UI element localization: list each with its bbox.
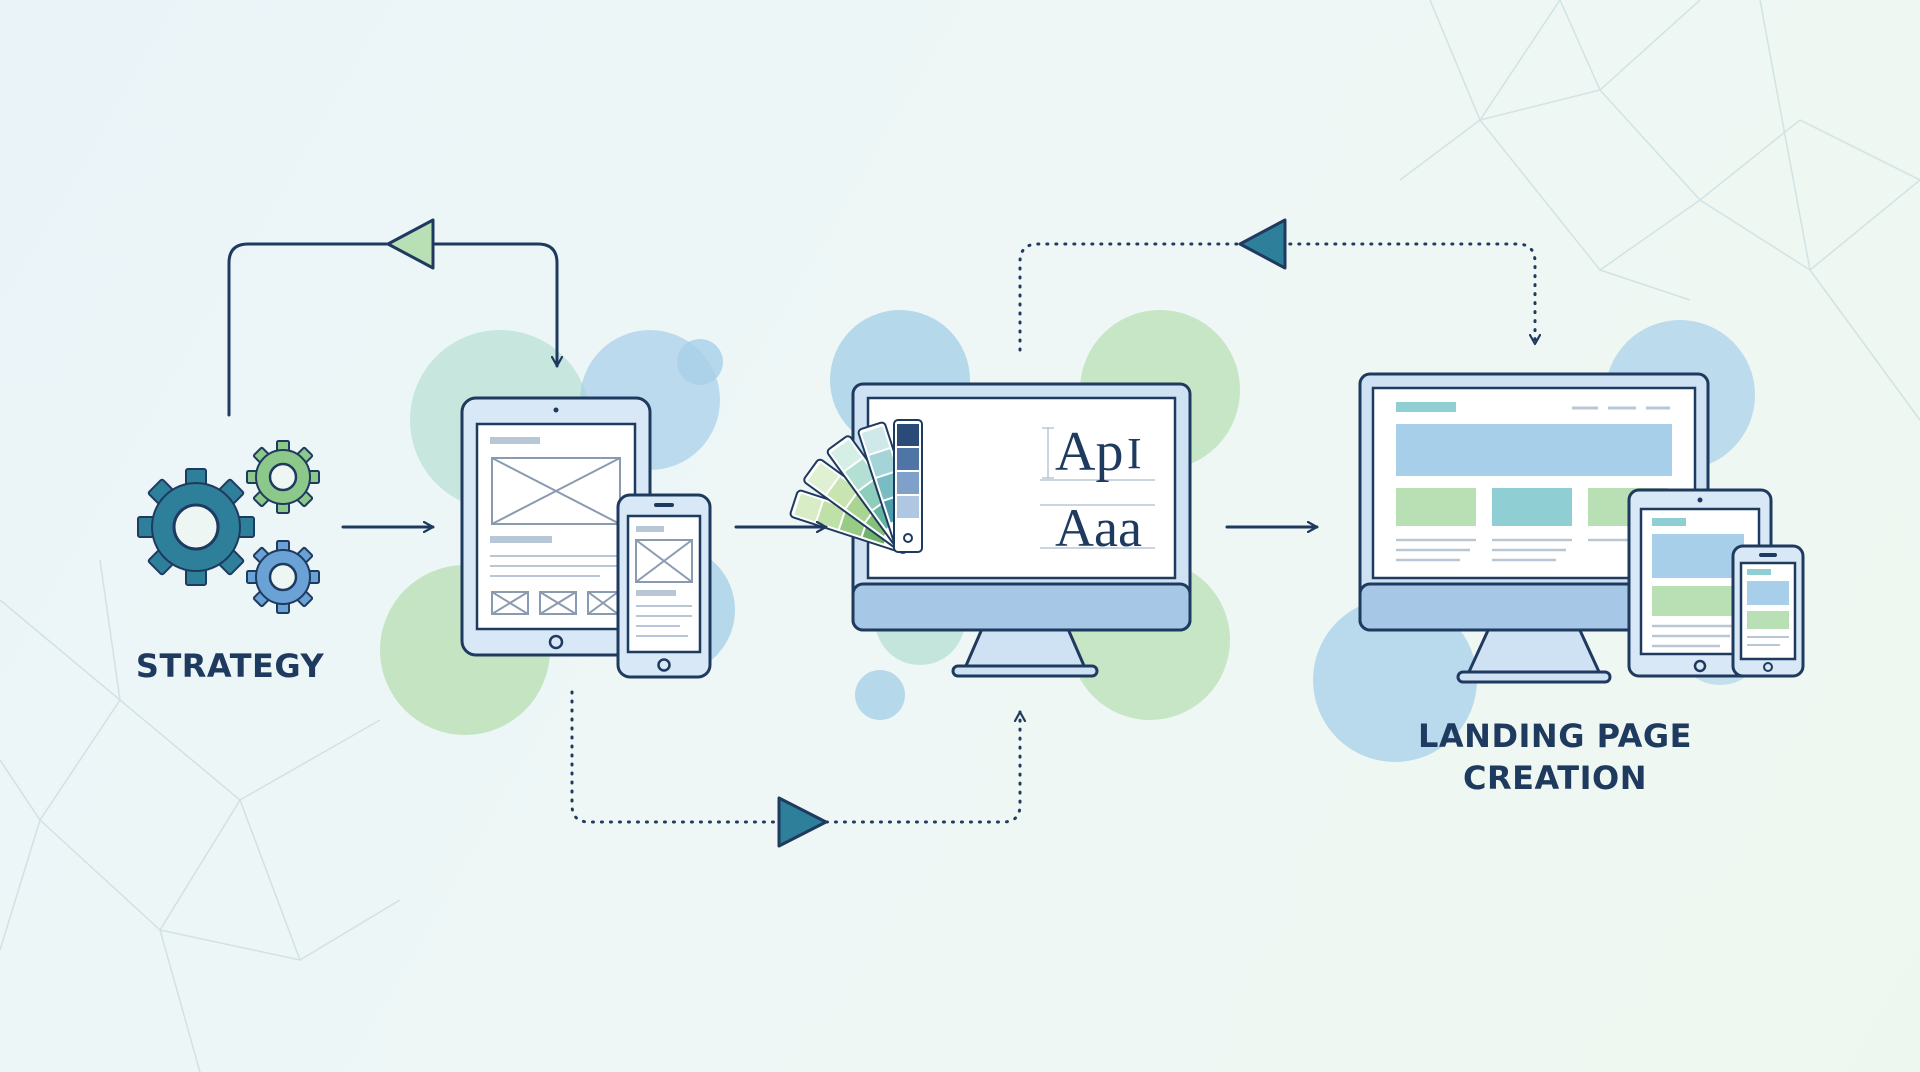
gears-icon <box>137 440 320 614</box>
dotted-loop-wireframe-to-design <box>570 690 1020 824</box>
phone-wireframe-icon <box>616 493 712 679</box>
strategy-label-text: STRATEGY <box>135 647 325 685</box>
feedback-loop-strategy-triangle <box>386 218 435 270</box>
tablet-wireframe-icon <box>460 396 652 657</box>
strategy-label: STRATEGY <box>80 645 380 687</box>
connectors <box>227 218 1535 848</box>
responsive-devices-icon <box>1627 488 1805 678</box>
dotted-loop-triangle-bottom <box>777 796 828 848</box>
dotted-loop-triangle-top <box>1238 218 1287 270</box>
color-swatches-icon <box>789 419 923 554</box>
landing-label-line2: CREATION <box>1463 759 1647 797</box>
typography-icon: Ap I Aaa <box>1040 421 1155 558</box>
typography-sample-bottom: Aaa <box>1055 498 1142 558</box>
landing-label-line1: LANDING PAGE <box>1418 717 1692 755</box>
text-cursor-glyph: I <box>1127 429 1142 478</box>
typography-sample-top: Ap <box>1055 421 1123 483</box>
landing-page-creation-label: LANDING PAGE CREATION <box>1360 715 1750 799</box>
